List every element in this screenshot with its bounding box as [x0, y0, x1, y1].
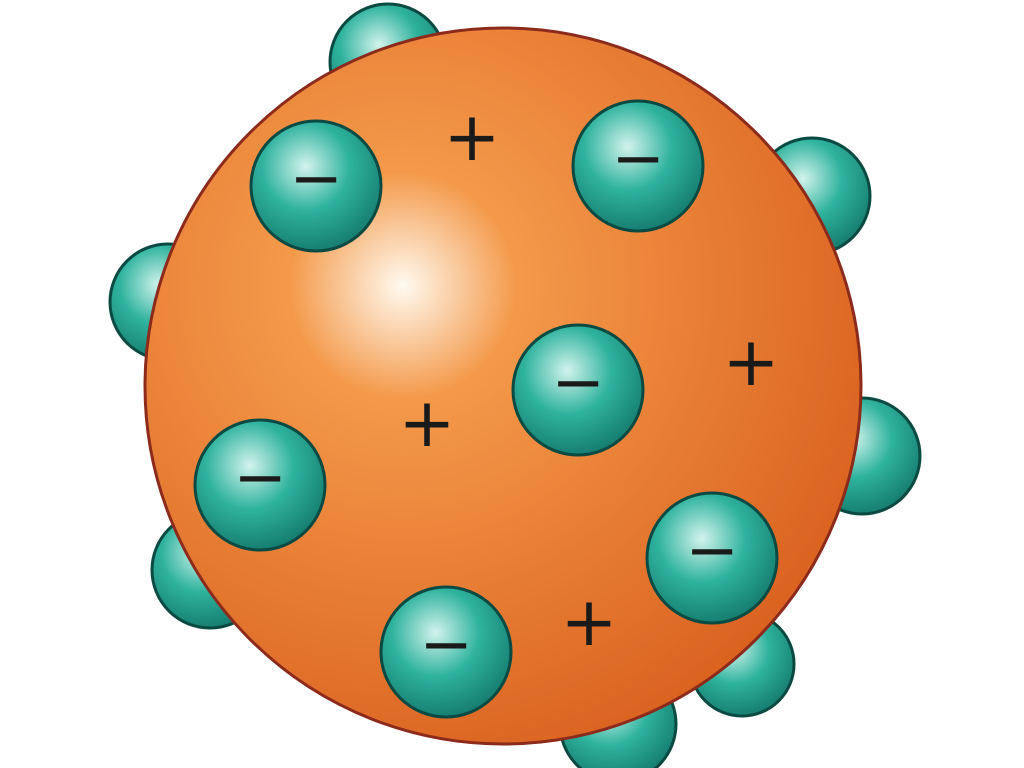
negative-sign: − — [611, 122, 665, 196]
positive-sign: + — [444, 98, 501, 177]
electron-2: − — [571, 99, 705, 233]
negative-sign: − — [551, 346, 605, 420]
electron-5: − — [645, 491, 779, 625]
electron-ball — [249, 119, 383, 253]
positive-sign: + — [399, 384, 456, 463]
electron-ball — [645, 491, 779, 625]
positive-sign: + — [723, 323, 780, 402]
electron-1: − — [249, 119, 383, 253]
electron-ball — [193, 418, 327, 552]
negative-sign: − — [233, 441, 287, 515]
negative-sign: − — [289, 142, 343, 216]
embedded-electrons: − − − − − − — [193, 99, 779, 719]
positive-sign: + — [561, 583, 618, 662]
negative-sign: − — [419, 608, 473, 682]
electron-3: − — [511, 323, 645, 457]
negative-sign: − — [685, 514, 739, 588]
positive-charges: + + + + — [399, 98, 780, 662]
electron-ball — [379, 585, 513, 719]
electron-4: − — [193, 418, 327, 552]
electron-ball — [511, 323, 645, 457]
electron-ball — [571, 99, 705, 233]
electron-6: − — [379, 585, 513, 719]
